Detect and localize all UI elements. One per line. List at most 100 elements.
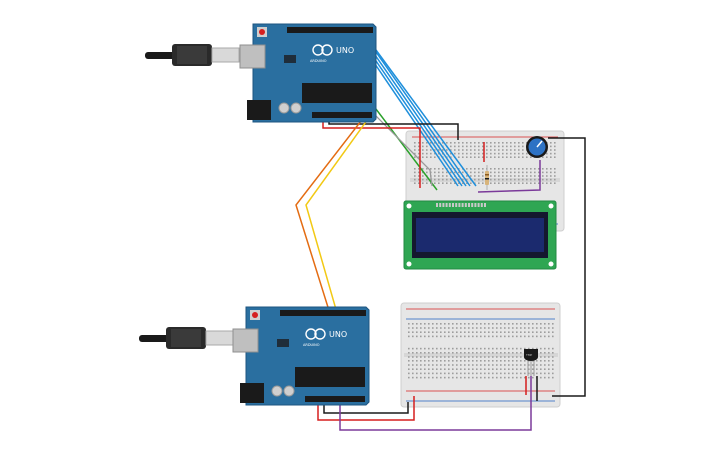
breadboard-hole [478, 145, 480, 148]
breadboard-hole [514, 145, 516, 148]
breadboard-hole [518, 145, 520, 148]
breadboard-hole [502, 175, 504, 177]
breadboard-hole [434, 175, 436, 177]
breadboard-hole [552, 335, 554, 338]
breadboard-hole [492, 327, 494, 329]
breadboard-hole [462, 152, 464, 155]
lcd-pin [474, 203, 477, 207]
breadboard-hole [524, 335, 526, 338]
breadboard-hole [420, 352, 422, 354]
breadboard-hole [506, 149, 508, 151]
wire-blue[interactable] [375, 49, 477, 187]
breadboard-hole [460, 327, 462, 329]
breadboard-hole [474, 156, 476, 158]
breadboard-hole [546, 182, 548, 184]
lcd-display[interactable] [403, 200, 557, 270]
breadboard-hole [532, 335, 534, 338]
breadboard-hole [432, 368, 434, 370]
breadboard-hole [536, 368, 538, 370]
breadboard-hole [456, 352, 458, 354]
breadboard-hole [490, 145, 492, 148]
wire-purple[interactable] [477, 160, 541, 193]
breadboard-hole [528, 376, 530, 379]
breadboard-hole [520, 327, 522, 329]
breadboard-hole [508, 352, 510, 354]
wire-red[interactable] [322, 118, 421, 188]
breadboard-hole [550, 149, 552, 151]
wire-purple[interactable] [339, 376, 532, 431]
wire-blue[interactable] [368, 41, 471, 187]
breadboard-hole [414, 156, 416, 158]
potentiometer-icon[interactable] [526, 136, 548, 158]
breadboard-hole [416, 360, 418, 362]
breadboard-hole [452, 347, 454, 350]
breadboard-hole [504, 335, 506, 338]
breadboard-hole [500, 327, 502, 329]
breadboard-hole [536, 360, 538, 362]
breadboard-hole [412, 335, 414, 338]
breadboard-hole [448, 327, 450, 329]
breadboard-hole [514, 142, 516, 144]
resistor[interactable] [485, 165, 489, 190]
breadboard-hole [516, 364, 518, 366]
smd-chip [277, 339, 289, 347]
breadboard-hole [494, 149, 496, 151]
breadboard-hole [480, 331, 482, 333]
breadboard-hole [500, 331, 502, 333]
breadboard-hole [492, 368, 494, 370]
breadboard-hole [452, 376, 454, 379]
arduino-uno-top[interactable]: UNO ARDUINO [145, 23, 377, 123]
breadboard-hole [554, 171, 556, 174]
breadboard-hole [480, 376, 482, 379]
breadboard-hole [450, 178, 452, 181]
wire-blue[interactable] [362, 41, 463, 187]
breadboard-hole [542, 175, 544, 177]
breadboard-hole [524, 360, 526, 362]
breadboard-hole [434, 152, 436, 155]
wire-red[interactable] [317, 396, 415, 421]
breadboard-hole [472, 335, 474, 338]
breadboard-hole [468, 376, 470, 379]
mount-hole [406, 203, 412, 209]
breadboard-hole [424, 335, 426, 338]
arduino-uno-bottom[interactable]: UNO ARDUINO [139, 306, 370, 406]
breadboard-hole [492, 356, 494, 358]
breadboard-hole [450, 152, 452, 155]
breadboard-hole [470, 145, 472, 148]
bottom-breadboard[interactable] [400, 302, 561, 408]
temperature-sensor-icon[interactable]: TMP [524, 349, 538, 376]
breadboard-hole [432, 356, 434, 358]
breadboard-hole [434, 178, 436, 181]
svg-text:TMP: TMP [525, 353, 532, 357]
breadboard-hole [538, 168, 540, 170]
breadboard-hole [492, 352, 494, 354]
breadboard-hole [520, 356, 522, 358]
breadboard-hole [516, 335, 518, 338]
breadboard-hole [540, 327, 542, 329]
breadboard-hole [518, 168, 520, 170]
wire-black[interactable] [323, 402, 409, 414]
usb-plug-icon[interactable] [145, 44, 240, 66]
wire-blue[interactable] [365, 41, 467, 187]
breadboard-hole [502, 168, 504, 170]
breadboard-hole [472, 364, 474, 366]
breadboard-hole [426, 168, 428, 170]
breadboard-hole [494, 168, 496, 170]
breadboard-hole [540, 347, 542, 350]
breadboard-hole [484, 376, 486, 379]
breadboard-hole [430, 149, 432, 151]
breadboard-hole [492, 376, 494, 379]
usb-plug-icon[interactable] [139, 327, 234, 349]
breadboard-hole [414, 171, 416, 174]
breadboard-hole [528, 331, 530, 333]
wire-black[interactable] [548, 137, 586, 397]
wire-gray[interactable] [369, 109, 433, 187]
breadboard-hole [542, 178, 544, 181]
breadboard-hole [466, 182, 468, 184]
breadboard-hole [426, 171, 428, 174]
breadboard-hole [546, 152, 548, 155]
breadboard-hole [540, 368, 542, 370]
breadboard-hole [412, 368, 414, 370]
breadboard-hole [452, 352, 454, 354]
breadboard-hole [492, 360, 494, 362]
